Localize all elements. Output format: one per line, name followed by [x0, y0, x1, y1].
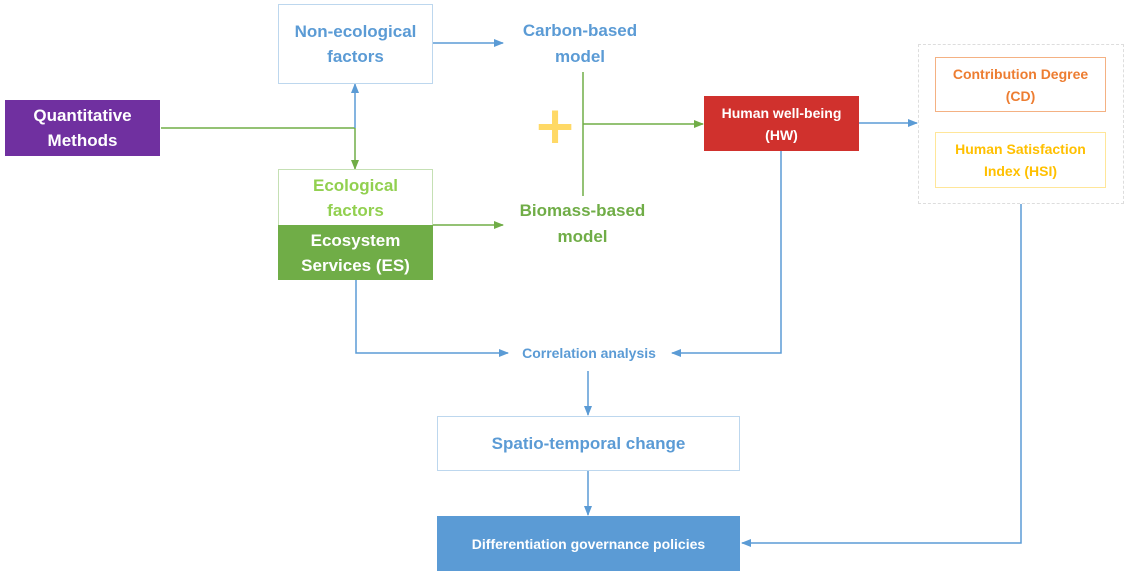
connector-es-to-correlation	[355, 280, 509, 357]
human-well-being-line1: Human well-being	[721, 104, 842, 121]
human-satisfaction-index-line2: Index (HSI)	[983, 163, 1058, 179]
contribution-degree-line2: (CD)	[1005, 87, 1036, 104]
plus-icon: +	[533, 96, 577, 156]
connector-hw-to-correlation	[671, 151, 782, 357]
differentiation-governance-policies-box: Differentiation governance policies	[437, 516, 740, 571]
human-satisfaction-index-box: Human Satisfaction Index (HSI)	[935, 132, 1106, 188]
indices-group-box	[918, 44, 1124, 204]
non-ecological-factors-line2: factors	[327, 47, 384, 66]
correlation-analysis-label: Correlation analysis	[522, 345, 656, 361]
spatio-temporal-change-text: Spatio-temporal change	[491, 434, 686, 453]
carbon-based-model-label: Carbon-based model	[505, 18, 655, 70]
non-ecological-factors-line1: Non-ecological	[294, 22, 417, 41]
contribution-degree-line1: Contribution Degree	[952, 65, 1089, 82]
ecosystem-services-line1: Ecosystem	[310, 230, 401, 250]
ecological-factors-line1: Ecological	[312, 175, 399, 195]
quantitative-methods-box: Quantitative Methods	[5, 100, 160, 156]
human-well-being-box: Human well-being (HW)	[704, 96, 859, 151]
carbon-based-model-line1: Carbon-based	[522, 21, 638, 40]
contribution-degree-box: Contribution Degree (CD)	[935, 57, 1106, 112]
biomass-based-model-line2: model	[557, 227, 608, 246]
non-ecological-factors-box: Non-ecological factors	[278, 4, 433, 84]
human-satisfaction-index-line1: Human Satisfaction	[955, 141, 1086, 157]
spatio-temporal-change-box: Spatio-temporal change	[437, 416, 740, 471]
biomass-based-model-label: Biomass-based model	[500, 198, 665, 250]
connector-indices-to-policies	[741, 204, 1022, 547]
ecosystem-services-line2: Services (ES)	[301, 255, 410, 275]
differentiation-governance-policies-text: Differentiation governance policies	[471, 535, 706, 552]
ecological-factors-box: Ecological factors	[278, 169, 433, 225]
ecosystem-services-box: Ecosystem Services (ES)	[278, 225, 433, 280]
carbon-based-model-line2: model	[554, 47, 606, 66]
ecological-factors-line2: factors	[327, 200, 384, 220]
quantitative-methods-line2: Methods	[47, 131, 118, 150]
biomass-based-model-line1: Biomass-based	[519, 201, 646, 220]
quantitative-methods-line1: Quantitative	[33, 106, 132, 125]
human-well-being-line2: (HW)	[765, 126, 798, 143]
